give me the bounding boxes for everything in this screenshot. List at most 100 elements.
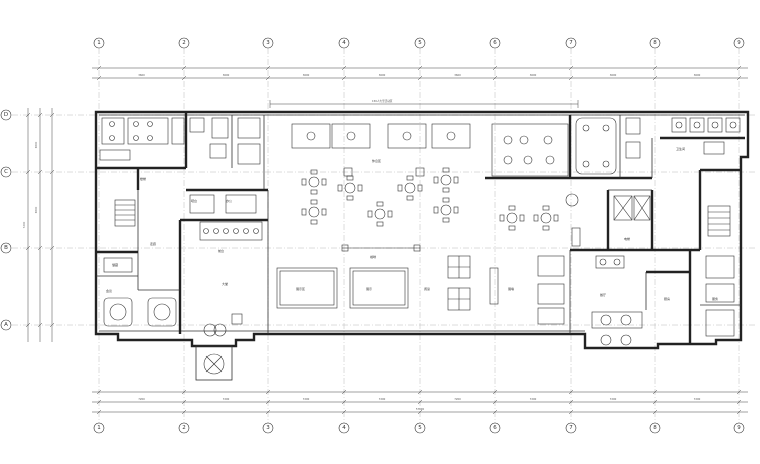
top-ticks-label: 3600 bbox=[223, 73, 230, 77]
room-label-toilet: 卫生间 bbox=[676, 146, 685, 151]
svg-text:5: 5 bbox=[418, 425, 422, 431]
axis-bubble-9-bottom: 9 bbox=[733, 422, 745, 434]
cafe-seating-top-right bbox=[491, 117, 641, 177]
room-label-service: 服务 bbox=[712, 296, 718, 301]
left-dim-1: 3600 bbox=[34, 141, 38, 148]
axis-bubble-1-bottom: 1 bbox=[93, 422, 105, 434]
top-ticks-label: 3600 bbox=[454, 73, 461, 77]
axis-bubble-5-top: 5 bbox=[414, 37, 426, 49]
dining-kitchen: 厨房 餐厅 服务 bbox=[537, 255, 735, 346]
column-grid-lines bbox=[98, 48, 740, 423]
bottom-ticks-tick bbox=[652, 399, 658, 405]
room-label-exhibit: 展示 bbox=[366, 286, 372, 291]
left-dim-tick bbox=[25, 169, 31, 175]
central-sofa-groups: 休息区 bbox=[291, 123, 471, 163]
axis-bubble-a: A bbox=[0, 319, 12, 331]
room-label-lounge-b: 阅读 bbox=[424, 286, 430, 291]
bottom-ticks-tick bbox=[265, 399, 271, 405]
bottom-ticks-tick bbox=[265, 389, 271, 395]
top-ticks-label: 3600 bbox=[694, 73, 701, 77]
event-area-title: 150人大型活动区 bbox=[372, 99, 393, 103]
svg-text:7: 7 bbox=[569, 40, 573, 46]
svg-text:8: 8 bbox=[653, 425, 657, 431]
column-axis-bubbles-top: 1 2 3 4 5 6 7 8 9 bbox=[93, 37, 745, 49]
room-label-office: 办公 bbox=[226, 198, 232, 203]
bottom-ticks-tick bbox=[417, 409, 423, 415]
bottom-ticks-label: 7200 bbox=[303, 397, 310, 401]
bottom-ticks-tick bbox=[417, 399, 423, 405]
left-dim-3: 7200 bbox=[22, 221, 26, 228]
office-workstations bbox=[99, 117, 261, 165]
axis-bubble-3-top: 3 bbox=[262, 37, 274, 49]
room-label-meeting: 会议 bbox=[106, 288, 112, 293]
room-label-display-wall: 展墙 bbox=[508, 286, 514, 291]
main-entrance bbox=[195, 345, 233, 381]
room-label-storage: 储藏 bbox=[112, 262, 118, 267]
bottom-ticks-label: 7200 bbox=[694, 397, 701, 401]
svg-text:2: 2 bbox=[182, 425, 186, 431]
svg-text:2: 2 bbox=[182, 40, 186, 46]
bottom-ticks-label: 7200 bbox=[610, 397, 617, 401]
top-ticks-tick bbox=[341, 75, 347, 81]
room-label-lobby: 大堂 bbox=[222, 281, 228, 286]
bottom-ticks-tick bbox=[736, 389, 742, 395]
svg-text:1: 1 bbox=[97, 425, 101, 431]
room-label-dining: 餐厅 bbox=[600, 292, 606, 297]
bottom-ticks-tick bbox=[568, 409, 574, 415]
row-axis-bubbles: D C B A bbox=[0, 109, 12, 331]
room-label-kitchen: 厨房 bbox=[664, 296, 670, 301]
room-label-elevator: 电梯 bbox=[624, 236, 630, 241]
bottom-ticks-label: 7200 bbox=[379, 397, 386, 401]
left-dim-tick bbox=[49, 245, 55, 251]
left-dimension-chain: 3600 3600 7200 bbox=[22, 108, 55, 342]
bottom-ticks-label: 7200 bbox=[454, 397, 461, 401]
svg-text:9: 9 bbox=[737, 40, 741, 46]
top-ticks-tick bbox=[492, 65, 498, 71]
axis-bubble-d: D bbox=[0, 109, 12, 121]
axis-bubble-9-top: 9 bbox=[733, 37, 745, 49]
top-ticks-tick bbox=[568, 75, 574, 81]
axis-bubble-4-top: 4 bbox=[338, 37, 350, 49]
column-axis-bubbles-bottom: 1 2 3 4 5 6 7 8 9 bbox=[93, 422, 745, 434]
axis-bubble-c: C bbox=[0, 166, 12, 178]
top-ticks-tick bbox=[736, 75, 742, 81]
top-ticks-tick bbox=[181, 65, 187, 71]
svg-text:6: 6 bbox=[493, 425, 497, 431]
axis-bubble-8-top: 8 bbox=[649, 37, 661, 49]
svg-text:7: 7 bbox=[569, 425, 573, 431]
top-ticks-tick bbox=[181, 75, 187, 81]
top-ticks-tick bbox=[417, 75, 423, 81]
room-label-lounge-a: 休息区 bbox=[372, 158, 381, 163]
room-label-reading: 展示区 bbox=[296, 286, 305, 291]
room-label-cafe: 咖啡 bbox=[370, 254, 376, 259]
bottom-ticks-tick bbox=[181, 389, 187, 395]
top-ticks-label: 3600 bbox=[138, 73, 145, 77]
axis-bubble-7-top: 7 bbox=[565, 37, 577, 49]
top-ticks-tick bbox=[265, 65, 271, 71]
bottom-ticks-label: 7200 bbox=[530, 397, 537, 401]
left-dim-tick bbox=[49, 112, 55, 118]
axis-bubble-8-bottom: 8 bbox=[649, 422, 661, 434]
bottom-ticks-tick bbox=[181, 409, 187, 415]
event-area-bracket: 150人大型活动区 bbox=[269, 99, 579, 108]
svg-text:9: 9 bbox=[737, 425, 741, 431]
top-ticks-tick bbox=[736, 65, 742, 71]
top-ticks-tick bbox=[652, 75, 658, 81]
axis-bubble-6-bottom: 6 bbox=[489, 422, 501, 434]
top-ticks-tick bbox=[96, 65, 102, 71]
total-length-label: 57600 bbox=[416, 407, 425, 411]
bottom-ticks-tick bbox=[341, 399, 347, 405]
bottom-ticks-tick bbox=[96, 399, 102, 405]
stair-left: 楼梯 走廊 bbox=[114, 176, 156, 246]
top-ticks-tick bbox=[652, 65, 658, 71]
left-dim-tick bbox=[25, 245, 31, 251]
bottom-ticks-tick bbox=[736, 399, 742, 405]
svg-text:1: 1 bbox=[97, 40, 101, 46]
left-dim-tick bbox=[49, 169, 55, 175]
exhibit-boxes: 展示区 展示 阅读 展墙 bbox=[276, 255, 514, 311]
toilets: 卫生间 bbox=[671, 117, 741, 155]
axis-bubble-3-bottom: 3 bbox=[262, 422, 274, 434]
